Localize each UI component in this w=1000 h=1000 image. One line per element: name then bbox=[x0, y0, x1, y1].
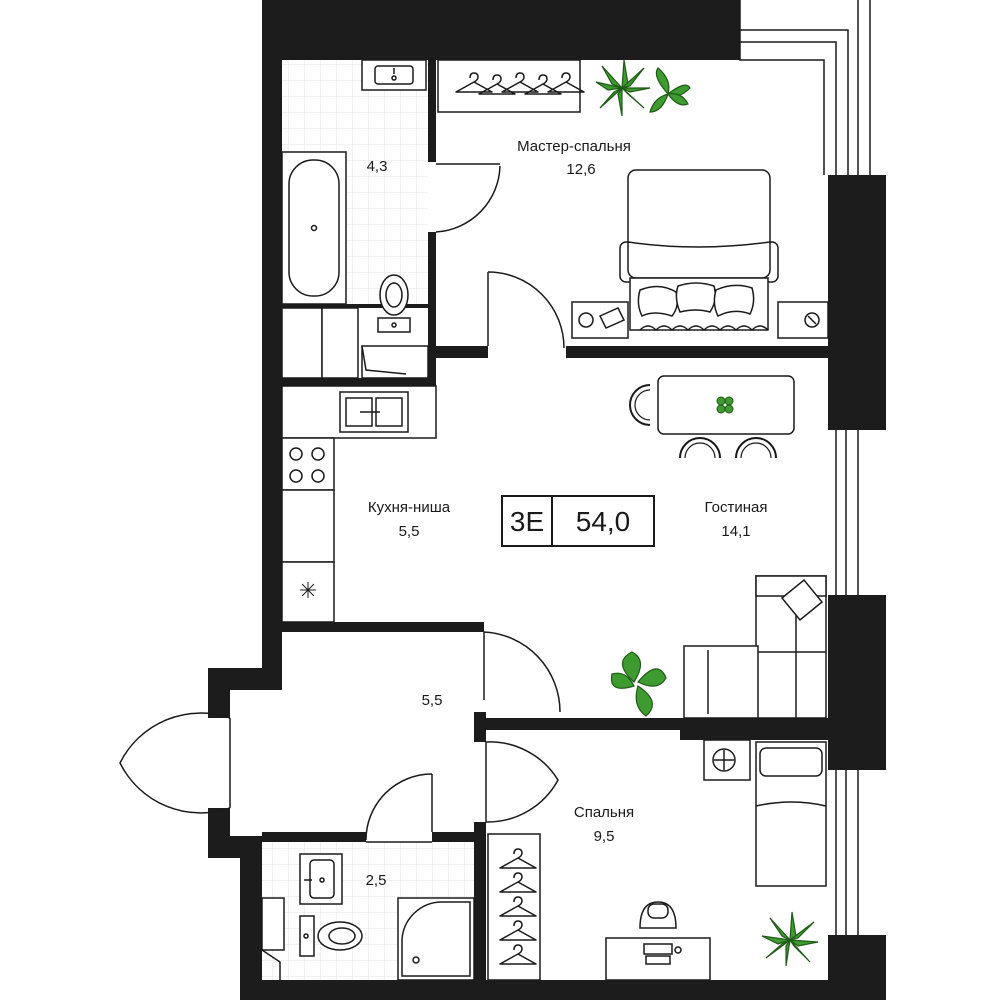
windows bbox=[739, 0, 871, 935]
nightstand bbox=[571, 301, 629, 339]
master-bedroom-name: Мастер-спальня bbox=[517, 138, 631, 155]
bathroom-main-fixtures bbox=[281, 59, 429, 379]
plant bbox=[610, 651, 667, 717]
living-room-area: 14,1 bbox=[721, 523, 750, 540]
bathroom-main-area: 4,3 bbox=[367, 158, 388, 175]
sink bbox=[361, 59, 427, 91]
plant bbox=[716, 396, 734, 414]
bathroom-small-area: 2,5 bbox=[366, 872, 387, 889]
doors bbox=[119, 163, 565, 843]
kitchen-counter bbox=[281, 385, 437, 439]
desk bbox=[605, 937, 711, 981]
living-room-furniture bbox=[629, 375, 827, 719]
plant bbox=[649, 67, 691, 113]
apartment-badge: 3E 54,0 bbox=[501, 495, 655, 547]
kitchen-area: 5,5 bbox=[399, 523, 420, 540]
hallway-area: 5,5 bbox=[422, 692, 443, 709]
plant bbox=[595, 59, 651, 117]
master-bedroom-area: 12,6 bbox=[566, 161, 595, 178]
master-bedroom-furniture bbox=[437, 59, 829, 339]
toilet bbox=[299, 915, 315, 957]
bedroom-wardrobe bbox=[487, 833, 541, 981]
bedroom-name: Спальня bbox=[574, 804, 634, 821]
cooktop bbox=[281, 437, 335, 491]
living-room-name: Гостиная bbox=[705, 499, 768, 516]
bedroom-area: 9,5 bbox=[594, 828, 615, 845]
apartment-type-code: 3E bbox=[510, 506, 544, 537]
apartment-total-area: 54,0 bbox=[576, 506, 631, 537]
service-niche bbox=[281, 307, 323, 379]
wardrobe bbox=[437, 59, 581, 113]
kitchen-name: Кухня-ниша bbox=[368, 499, 451, 516]
shower-tray bbox=[397, 897, 475, 981]
walls bbox=[208, 0, 886, 1000]
kitchen-fixtures bbox=[281, 385, 437, 623]
plant bbox=[761, 911, 819, 967]
dining-table bbox=[657, 375, 795, 435]
nightstand bbox=[777, 301, 829, 339]
bathroom-small-fixtures bbox=[261, 853, 475, 981]
toilet bbox=[377, 317, 411, 333]
bathtub bbox=[281, 151, 347, 305]
bedroom-furniture bbox=[487, 739, 827, 981]
